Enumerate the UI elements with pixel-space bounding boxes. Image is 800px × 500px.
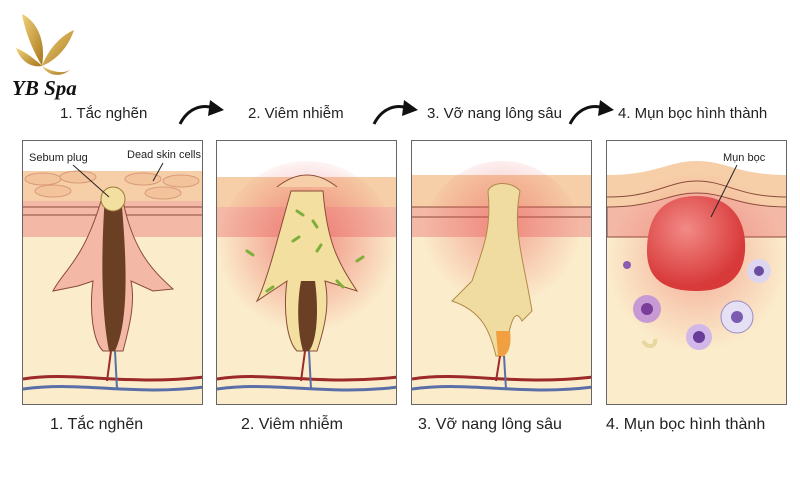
brand-name: YB Spa <box>12 76 77 100</box>
panel-stage-3-follicle-rupture <box>411 140 592 405</box>
dead-skin-cells <box>24 170 200 200</box>
top-label-stage-1: 1. Tắc nghẽn <box>60 105 148 122</box>
bottom-label-stage-3: 3. Vỡ nang lông sâu <box>418 416 562 433</box>
bottom-label-stage-1: 1. Tắc nghẽn <box>50 416 144 433</box>
white-blood-cells <box>623 259 771 350</box>
arrow-right-icon <box>372 100 418 125</box>
top-label-stage-4: 4. Mụn bọc hình thành <box>618 105 768 122</box>
arrow-right-icon <box>178 100 224 125</box>
bottom-label-stage-4: 4. Mụn bọc hình thành <box>606 416 766 433</box>
top-label-stage-3: 3. Vỡ nang lông sâu <box>427 105 562 122</box>
arrow-right-icon <box>568 100 614 125</box>
panel-stage-4-cyst-formed: Mụn bọc <box>606 140 787 405</box>
panel-stage-2-inflammation <box>216 140 397 405</box>
sebum-plug-label: Sebum plug <box>29 152 88 164</box>
yb-spa-logo-icon <box>16 14 74 75</box>
bottom-label-stage-2: 2. Viêm nhiễm <box>241 416 343 433</box>
dead-skin-cells-label: Dead skin cells <box>127 149 201 161</box>
panel-stage-1-clogged: Sebum plug Dead skin cells <box>22 140 203 405</box>
top-label-stage-2: 2. Viêm nhiễm <box>248 105 344 122</box>
cyst-label: Mụn bọc <box>723 152 766 164</box>
